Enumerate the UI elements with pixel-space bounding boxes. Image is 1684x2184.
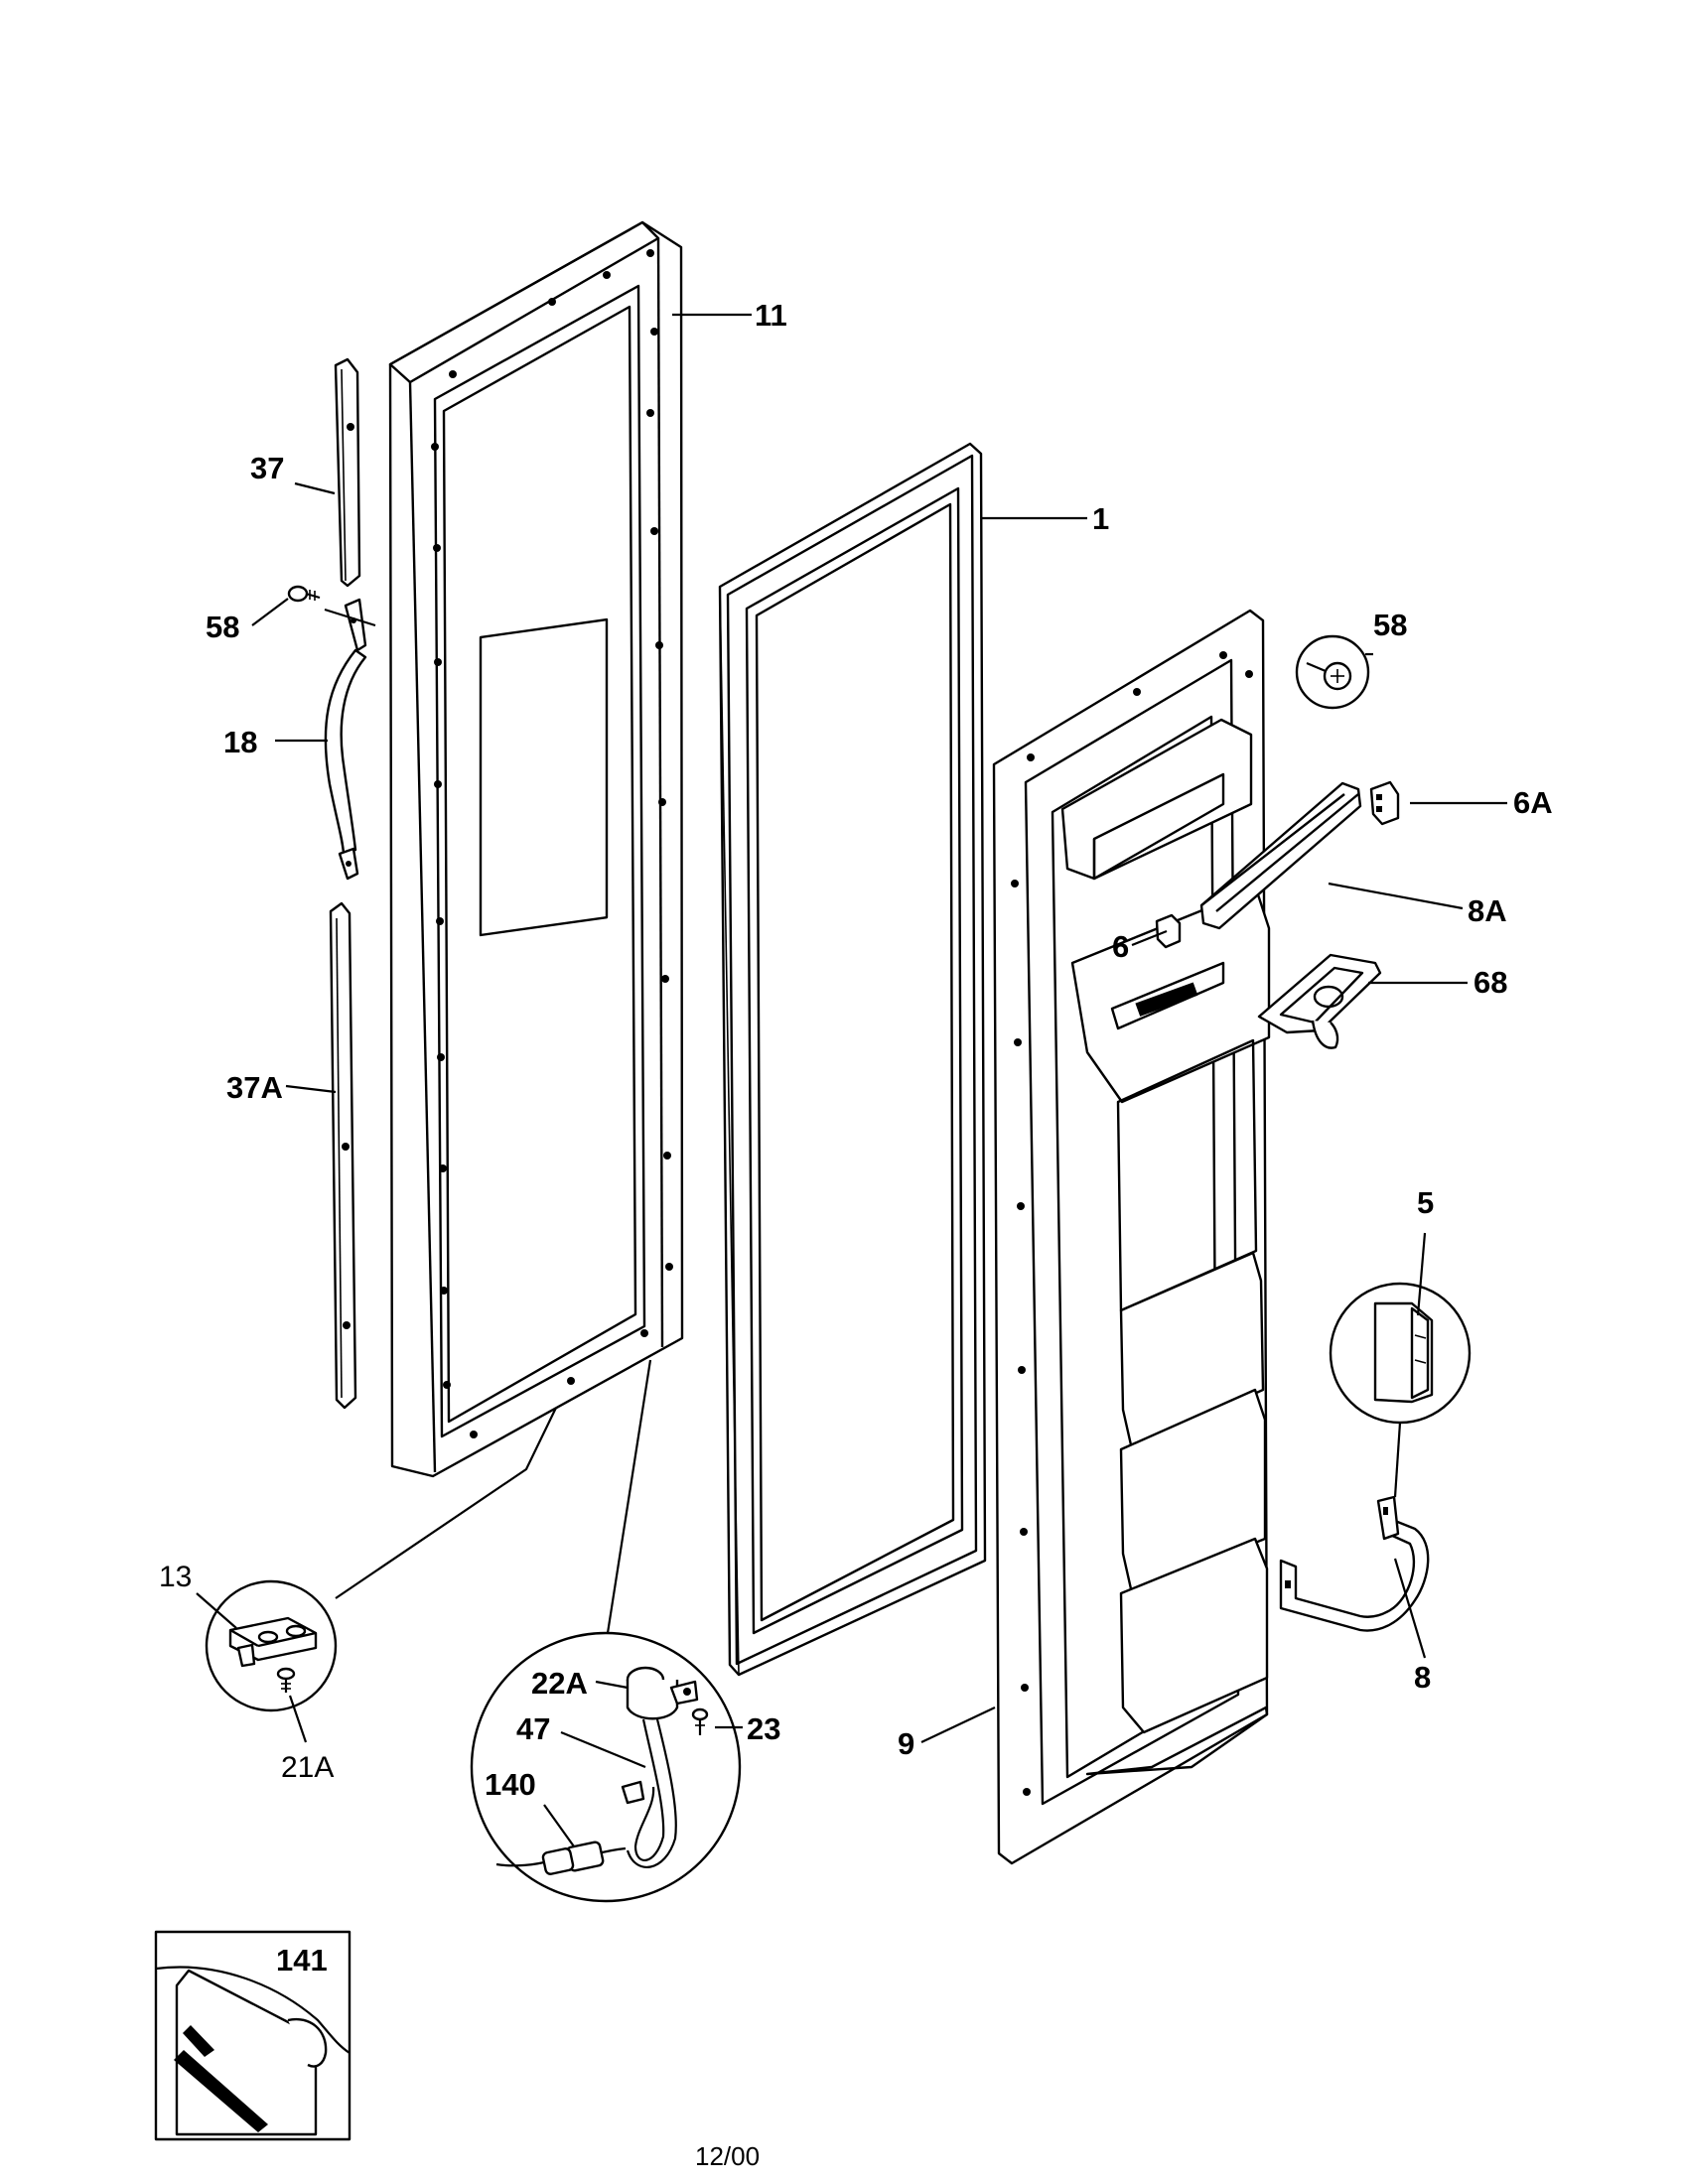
footer-date: 12/00 xyxy=(695,2141,760,2171)
callout-9: 9 xyxy=(898,1726,914,1761)
callout-47: 47 xyxy=(516,1711,550,1746)
callout-labels: 11 1 37 58 18 37A 58 6A 8A 6 68 5 8 9 13… xyxy=(159,298,1553,1978)
light-socket-part-22a xyxy=(626,1666,699,1720)
callout-58-right: 58 xyxy=(1373,608,1407,642)
shelf-bracket-part-8 xyxy=(1279,1495,1430,1632)
callout-1: 1 xyxy=(1092,501,1109,536)
callout-13: 13 xyxy=(159,1561,192,1593)
door-gasket-part-1 xyxy=(718,442,987,1677)
clip-part-6a xyxy=(1369,780,1400,826)
hinge-strip-part-37 xyxy=(334,357,361,588)
inner-door-panel-part-9 xyxy=(992,609,1271,1865)
handle-bracket-part-18 xyxy=(324,598,367,881)
callout-22a: 22A xyxy=(531,1666,588,1701)
callout-23: 23 xyxy=(747,1711,780,1746)
small-clip-part-6 xyxy=(1155,913,1182,949)
dispenser-pad-part-68 xyxy=(1257,953,1382,1049)
leader-lines xyxy=(196,313,1507,1847)
callout-140: 140 xyxy=(485,1767,536,1802)
screw-part-23 xyxy=(691,1707,709,1735)
callout-21a: 21A xyxy=(281,1751,334,1784)
hinge-plate-part-13 xyxy=(205,1579,338,1712)
callout-11: 11 xyxy=(755,298,787,333)
callout-8a: 8A xyxy=(1468,893,1507,928)
crimp-connector-part-141 xyxy=(154,1930,351,2141)
callout-5: 5 xyxy=(1417,1185,1434,1220)
callout-141: 141 xyxy=(276,1943,328,1978)
callout-18: 18 xyxy=(223,725,257,759)
callout-6: 6 xyxy=(1112,929,1129,964)
connector-part-140 xyxy=(495,1841,627,1875)
callout-6a: 6A xyxy=(1513,785,1553,820)
callout-37a: 37A xyxy=(226,1070,283,1105)
callout-58-left: 58 xyxy=(206,610,239,644)
wiring-part-47 xyxy=(621,1718,677,1868)
screw-part-58-left xyxy=(287,585,321,603)
screw-part-58-right xyxy=(1295,634,1370,710)
door-liner-frame-part-11 xyxy=(388,220,684,1478)
bracket-part-5 xyxy=(1329,1282,1472,1425)
hinge-strip-part-37a xyxy=(329,901,357,1410)
callout-68: 68 xyxy=(1474,965,1507,1000)
rail-part-8a xyxy=(1199,781,1362,930)
screw-part-21a xyxy=(276,1667,296,1693)
callout-37: 37 xyxy=(250,451,284,485)
callout-8: 8 xyxy=(1414,1660,1431,1695)
light-assembly-detail xyxy=(470,1631,742,1903)
